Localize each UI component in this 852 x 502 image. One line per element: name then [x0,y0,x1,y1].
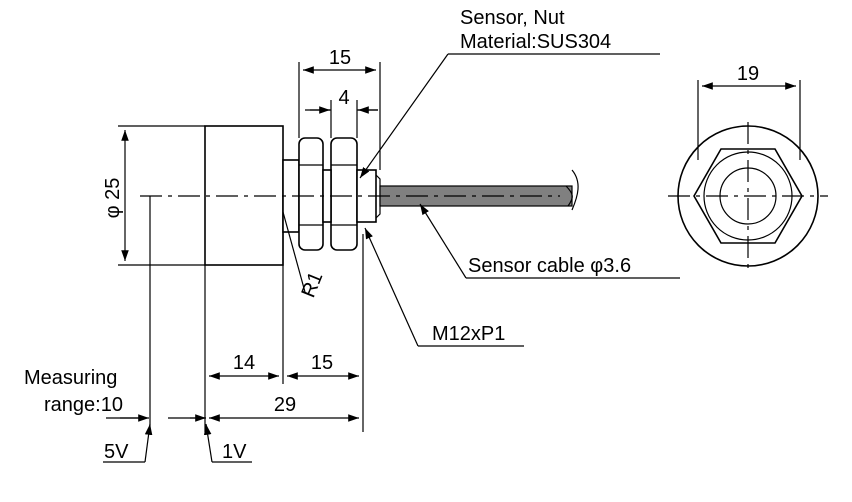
bottom-dims: 14 15 29 Measuring range:10 [24,196,364,432]
radius-label: R1 [297,269,327,301]
sensor-nut-line1: Sensor, Nut [460,7,565,29]
thread-label: M12xP1 [432,323,505,345]
voltage-markers: 5V 1V [103,423,252,463]
dim-15-top-label: 15 [329,47,351,69]
dim-19-label: 19 [737,63,759,85]
nut-right [330,137,358,251]
dim-phi25-label: φ 25 [102,178,124,219]
voltage-5v-label: 5V [104,441,129,463]
nut-left [298,137,324,251]
dim-15-bottom-label: 15 [311,352,333,374]
dim-29-label: 29 [274,394,296,416]
thread-callout: M12xP1 [364,227,524,347]
measuring-line2: range:10 [44,394,123,416]
measuring-line1: Measuring [24,367,117,389]
side-view [140,125,579,293]
dim-4-label: 4 [338,87,349,109]
cable-callout: Sensor cable φ3.6 [419,203,680,279]
voltage-1v-label: 1V [222,441,247,463]
sensor-cable-label: Sensor cable φ3.6 [468,255,631,277]
dim-15-top: 15 [298,47,381,170]
dim-4: 4 [305,87,378,138]
sensor-nut-callout: Sensor, Nut Material:SUS304 [359,7,660,179]
dim-diameter: φ 25 [102,125,205,266]
sensor-shaft [322,169,332,223]
sensor-nut-line2: Material:SUS304 [460,31,611,53]
end-view: 19 [668,63,828,270]
dim-14-label: 14 [233,352,255,374]
